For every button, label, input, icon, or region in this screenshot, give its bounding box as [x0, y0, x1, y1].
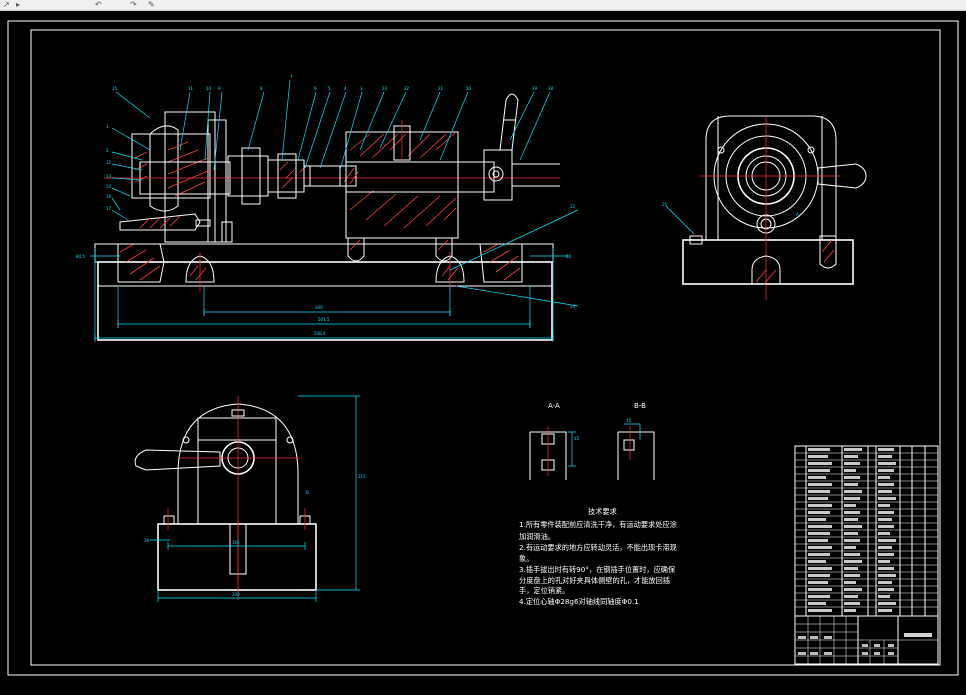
svg-text:22: 22 [570, 204, 576, 209]
title-block [794, 615, 939, 665]
svg-text:6: 6 [314, 86, 317, 91]
svg-text:315: 315 [358, 474, 366, 479]
tech-line: 2.有运动要求的地方应转动灵活，不能出现卡滞现 [519, 543, 677, 552]
svg-text:16: 16 [144, 538, 150, 543]
toolbar: ↗ ▸ ↶ ↷ ✎ [0, 0, 966, 11]
svg-text:80: 80 [566, 254, 572, 259]
svg-text:12: 12 [106, 160, 112, 165]
tech-line: 手，定位销紧。 [519, 586, 569, 595]
svg-text:14: 14 [106, 184, 112, 189]
svg-text:21: 21 [438, 86, 444, 91]
svg-text:1: 1 [106, 124, 109, 129]
technical-requirements: 技术要求 1.所有零件装配前应清洗干净，有运动要求处应涂 加润滑油。 2.有运动… [519, 507, 677, 606]
tech-line: 3.插手拔出时有转90°，在钢插手位置时，应确保 [519, 565, 676, 574]
svg-text:9: 9 [218, 86, 221, 91]
svg-text:17: 17 [106, 206, 112, 211]
svg-text:19: 19 [532, 86, 538, 91]
svg-text:13: 13 [106, 174, 112, 179]
undo-icon[interactable]: ↶ [95, 0, 102, 9]
section-aa-label: A-A [548, 402, 560, 410]
svg-text:15: 15 [626, 418, 632, 423]
svg-text:166: 166 [232, 540, 240, 545]
section-bb-label: B-B [634, 402, 646, 410]
inner-frame [30, 29, 941, 666]
svg-text:B: B [306, 490, 309, 495]
svg-text:15: 15 [574, 436, 580, 441]
svg-text:4: 4 [344, 86, 347, 91]
outer-frame [7, 20, 959, 676]
tech-line: 4.定位心轴Φ28g6对轴线同轴度Φ0.1 [519, 597, 639, 606]
svg-text:23: 23 [382, 86, 388, 91]
svg-text:501.5: 501.5 [318, 317, 330, 322]
redo-icon[interactable]: ↷ [130, 0, 137, 9]
svg-text:22: 22 [404, 86, 410, 91]
svg-text:A: A [796, 212, 799, 217]
svg-text:25: 25 [662, 202, 668, 207]
svg-text:24: 24 [570, 304, 576, 309]
svg-text:200: 200 [232, 592, 240, 597]
svg-text:300: 300 [315, 305, 323, 310]
svg-text:20: 20 [466, 86, 472, 91]
svg-text:11: 11 [188, 86, 194, 91]
tech-line: 加润滑油。 [519, 532, 555, 541]
svg-text:2: 2 [106, 148, 109, 153]
svg-text:16: 16 [106, 194, 112, 199]
side-view: 25 A [662, 115, 867, 300]
tool-icon[interactable]: ✎ [148, 0, 155, 9]
tech-line: 象。 [519, 554, 533, 563]
parts-list [794, 445, 939, 617]
svg-text:8: 8 [260, 86, 263, 91]
svg-text:508.4: 508.4 [314, 331, 326, 336]
section-views: A-A B-B 15 15 [529, 402, 655, 480]
tech-line: 分度盘上的孔对好夹具体侧壁的孔，才能放回插 [519, 576, 670, 585]
arrow-icon[interactable]: ↗ [3, 0, 10, 9]
svg-text:10: 10 [206, 86, 212, 91]
svg-text:3: 3 [360, 86, 363, 91]
pointer-icon[interactable]: ▸ [16, 0, 21, 9]
svg-text:7: 7 [290, 74, 293, 79]
tech-title: 技术要求 [588, 507, 617, 516]
svg-text:15: 15 [112, 86, 118, 91]
svg-text:84.5: 84.5 [76, 254, 85, 259]
tech-line: 1.所有零件装配前应清洗干净，有运动要求处应涂 [519, 520, 677, 529]
svg-text:5: 5 [328, 86, 331, 91]
svg-text:18: 18 [548, 86, 554, 91]
